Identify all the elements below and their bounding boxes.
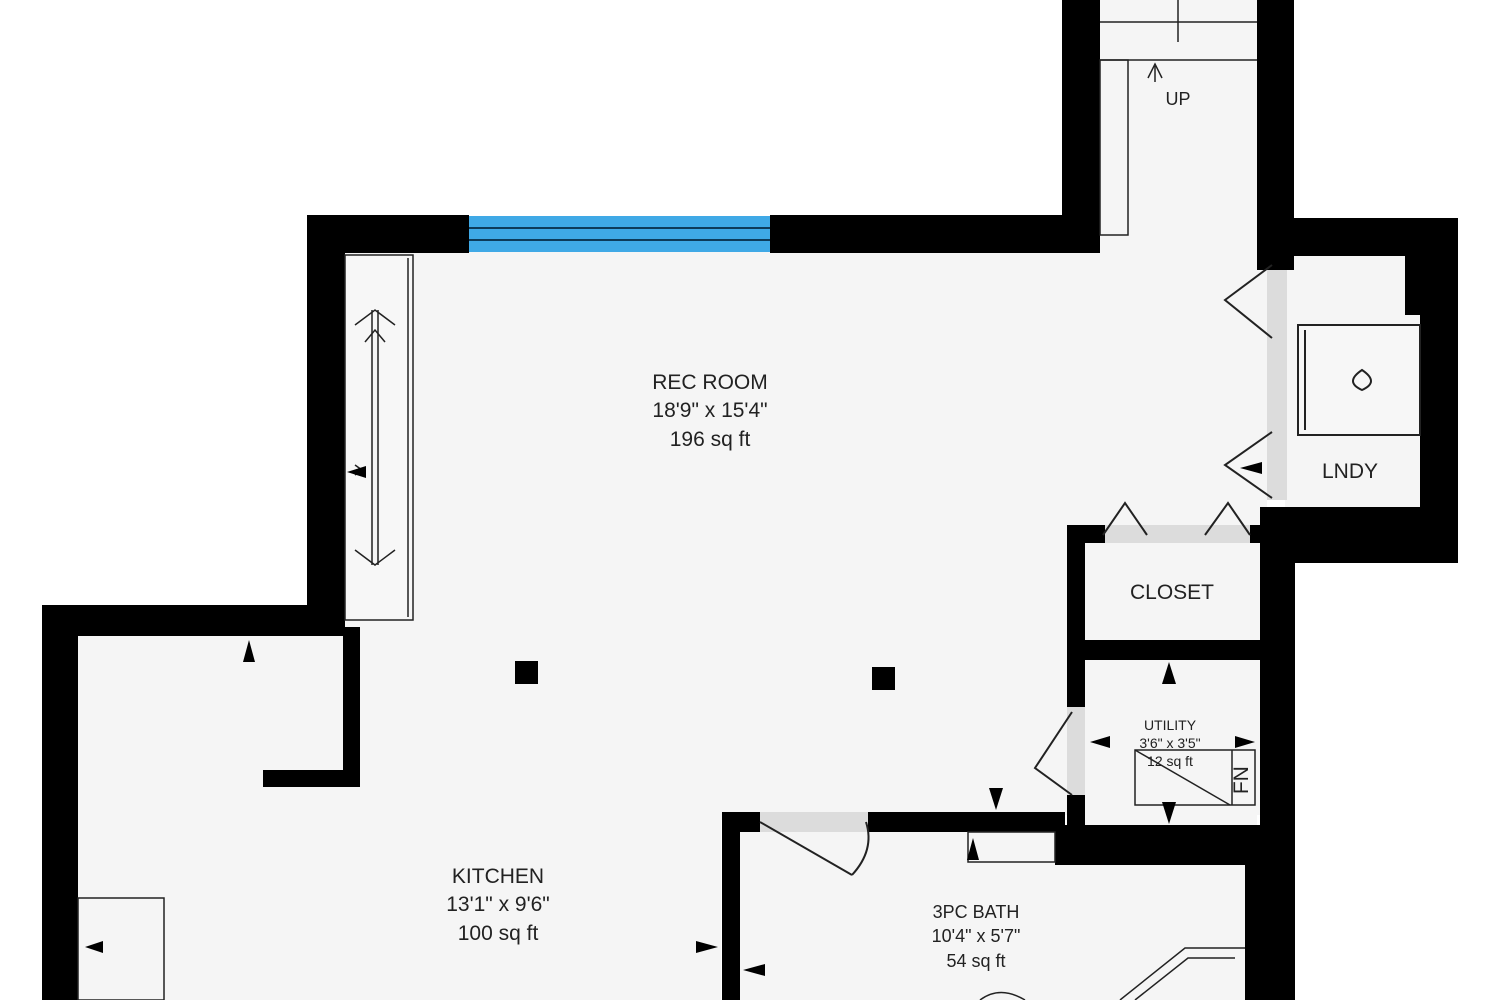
utility-area: 12 sq ft <box>1147 753 1193 770</box>
closet-name: CLOSET <box>1129 581 1215 604</box>
wall-utility-left <box>1067 795 1085 830</box>
closet-door-left <box>1102 501 1148 536</box>
walls <box>42 0 1458 1000</box>
kitchen-area: 100 sq ft <box>457 921 539 945</box>
laundry-label: LNDY <box>1295 458 1405 486</box>
bath-door-leaf <box>759 821 853 876</box>
bath-door-swing <box>851 821 870 876</box>
closet-door-right <box>1204 501 1251 536</box>
wall-kitchen-left <box>42 605 78 1000</box>
wall-laundry-notch <box>1405 255 1425 315</box>
furnace <box>1134 749 1256 806</box>
wall-utility-bottom <box>1055 825 1260 865</box>
utility-door <box>1033 711 1073 796</box>
bath-name: 3PC BATH <box>932 902 1020 922</box>
stair-hall-floor <box>1100 0 1260 260</box>
laundry-door-upper <box>1223 264 1273 339</box>
rec-room-label: REC ROOM 18'9" x 15'4" 196 sq ft <box>610 369 810 454</box>
wall-bath-right <box>1245 860 1295 1000</box>
utility-dims: 3'6" x 3'5" <box>1139 735 1201 752</box>
stairs <box>1099 0 1257 236</box>
laundry-name: LNDY <box>1321 460 1379 483</box>
wall-bath-left <box>722 812 740 1000</box>
shelving <box>344 254 414 621</box>
furnace-label: FN <box>1228 760 1256 800</box>
wall-laundry-bottom <box>1265 507 1458 563</box>
kitchen-floor-upper <box>345 620 725 820</box>
rec-room-name: REC ROOM <box>652 371 768 394</box>
wall-bath-top-right <box>868 812 1065 832</box>
doors <box>759 264 1273 876</box>
utility-name: UTILITY <box>1143 717 1197 733</box>
markers <box>85 462 1262 976</box>
laundry-appliance <box>1297 324 1421 436</box>
wall-rec-top-right <box>770 215 1100 253</box>
wall-laundry-right <box>1420 218 1458 563</box>
bath-area: 54 sq ft <box>946 950 1006 971</box>
stairs-up-text: UP <box>1165 89 1191 109</box>
bath-dims: 10'4" x 5'7" <box>931 926 1021 947</box>
stairs-up-label: UP <box>1150 87 1206 111</box>
kitchen-label: KITCHEN 13'1" x 9'6" 100 sq ft <box>398 863 598 948</box>
closet-label: CLOSET <box>1102 579 1242 607</box>
furnace-text: FN <box>1229 766 1253 795</box>
wall-closet-top-r <box>1250 525 1265 543</box>
wall-stair-left <box>1062 0 1100 253</box>
closet-floor <box>1085 543 1260 640</box>
wall-kitchen-top <box>42 605 345 636</box>
wall-closet-bottom <box>1085 640 1260 660</box>
wall-partition-v <box>343 627 360 787</box>
bath-label: 3PC BATH 10'4" x 5'7" 54 sq ft <box>896 900 1056 973</box>
laundry-door-lower <box>1223 431 1273 499</box>
utility-label: UTILITY 3'6" x 3'5" 12 sq ft <box>1110 716 1230 771</box>
kitchen-name: KITCHEN <box>451 865 545 888</box>
door-openings <box>760 270 1287 832</box>
rec-room-dims: 18'9" x 15'4" <box>652 399 768 423</box>
wall-partition-h <box>263 770 360 787</box>
kitchen-counter <box>77 897 165 1000</box>
column-2 <box>872 667 895 690</box>
rec-room-area: 196 sq ft <box>669 427 751 451</box>
wall-closet-left <box>1067 525 1085 707</box>
wall-rec-left <box>307 215 345 627</box>
utility-floor <box>1085 660 1257 825</box>
wall-closet-top <box>1067 525 1105 543</box>
window <box>469 216 770 252</box>
column-1 <box>515 661 538 684</box>
bath-fixtures <box>967 831 1245 1000</box>
kitchen-dims: 13'1" x 9'6" <box>446 893 550 917</box>
